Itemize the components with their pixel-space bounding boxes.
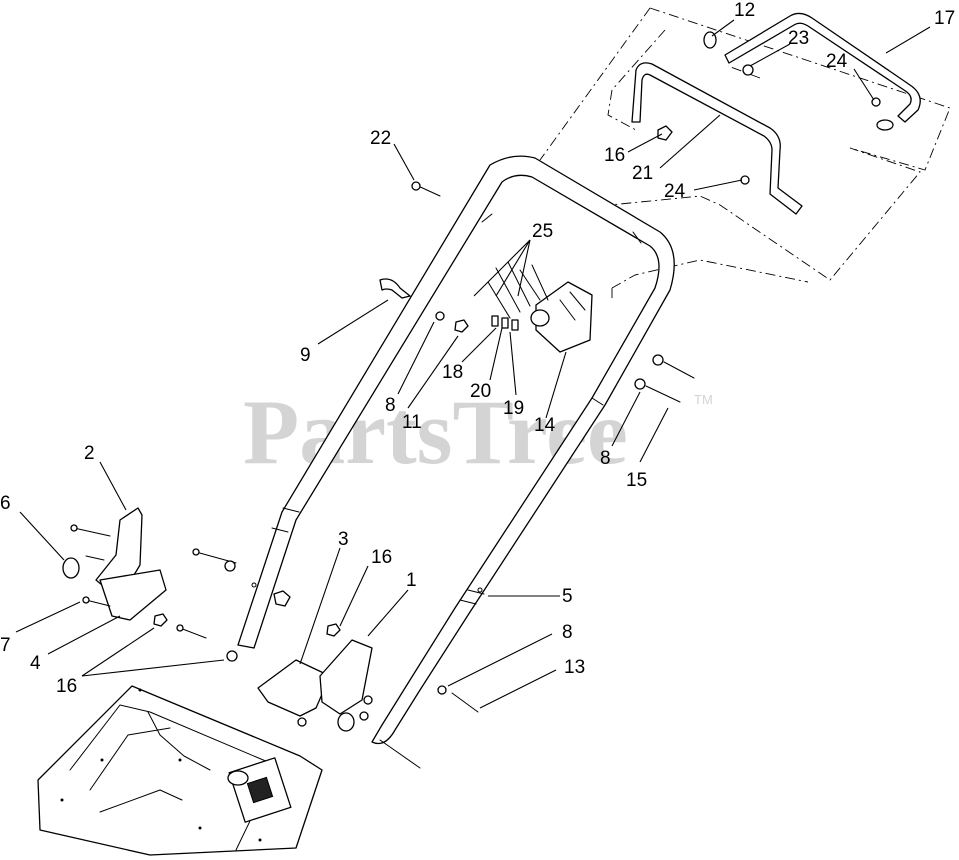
leader-lines [15, 19, 931, 709]
mower-deck [37, 685, 323, 856]
watermark-trademark: TM [694, 392, 713, 407]
callout-2: 2 [84, 443, 95, 464]
callout-13: 13 [564, 657, 585, 678]
callout-19: 19 [503, 398, 524, 419]
callout-21: 21 [632, 163, 653, 184]
callout-11: 11 [402, 412, 422, 433]
callout-1: 1 [406, 570, 417, 591]
assembly-dashed-outlines [539, 7, 951, 300]
callout-25: 25 [532, 221, 553, 242]
callout-24-lower: 24 [664, 181, 686, 202]
callout-22: 22 [370, 128, 391, 149]
callout-4: 4 [30, 653, 41, 674]
callout-16-upper: 16 [604, 145, 625, 166]
callout-14: 14 [534, 415, 556, 436]
callout-labels: 12 17 23 24 16 21 24 22 25 9 18 20 19 14… [0, 0, 955, 697]
callout-16-lower: 16 [56, 676, 77, 697]
right-bracket-group [257, 639, 373, 732]
callout-8-right: 8 [600, 448, 611, 469]
left-bracket-group [62, 507, 168, 627]
callout-16-mid: 16 [371, 547, 392, 568]
callout-6: 6 [0, 493, 11, 514]
fasteners [176, 181, 695, 769]
callout-18: 18 [442, 362, 463, 383]
callout-5: 5 [562, 586, 573, 607]
callout-15: 15 [626, 470, 647, 491]
callout-20: 20 [470, 381, 491, 402]
callout-12: 12 [734, 0, 755, 21]
callout-3: 3 [338, 529, 349, 550]
callout-24-upper: 24 [826, 51, 848, 72]
callout-8-upper: 8 [385, 395, 396, 416]
callout-17: 17 [934, 8, 955, 29]
callout-8-lower: 8 [562, 622, 573, 643]
callout-9: 9 [300, 345, 311, 366]
control-box [487, 261, 593, 353]
callout-7: 7 [0, 635, 11, 656]
callout-23: 23 [788, 28, 809, 49]
